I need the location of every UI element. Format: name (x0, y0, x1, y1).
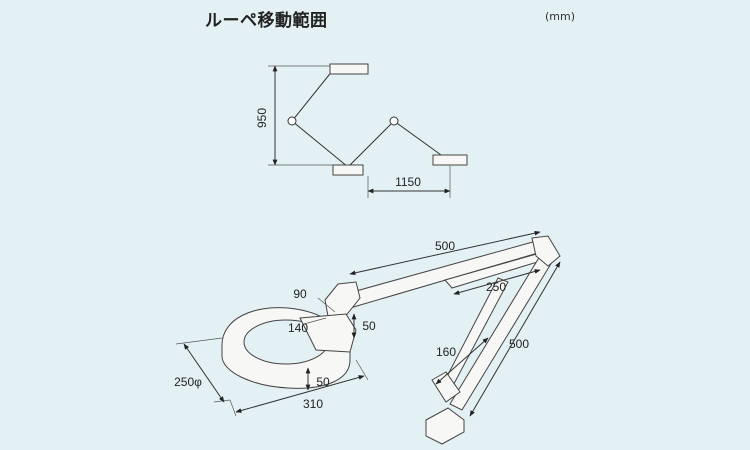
upper-arm-dimension (349, 230, 541, 276)
head-handle (299, 313, 357, 353)
lens-top (329, 63, 369, 75)
unit-label: (mm) (545, 10, 576, 23)
length-label: 310 (303, 397, 323, 411)
lens-right (432, 154, 468, 166)
joint-left (287, 116, 297, 126)
width-label: 1150 (395, 175, 421, 189)
lens-bottom (332, 164, 364, 176)
lower-arm-label: 500 (509, 337, 529, 351)
arm-left (291, 69, 349, 168)
lower-arm-dimension (469, 261, 561, 417)
head-neck (324, 281, 361, 319)
diameter-label: 250φ (174, 375, 202, 389)
upper-sub-label: 250 (486, 280, 506, 294)
lamp-dimension-drawing: 500 250 500 160 90 140 50 50 (174, 230, 561, 445)
lower-sub-label: 160 (436, 345, 456, 359)
thickness-label: 50 (316, 375, 330, 389)
side-label: 50 (362, 319, 376, 333)
upper-arm-label: 500 (435, 239, 455, 253)
page-title: ルーペ移動範囲 (205, 11, 328, 31)
inner-label: 140 (288, 321, 308, 335)
movement-range-diagram: 950 1150 (255, 63, 468, 198)
desk-clamp (425, 407, 465, 445)
height-label: 950 (255, 108, 269, 128)
length-dimension (235, 375, 365, 413)
lower-sub-dimension (435, 337, 489, 385)
diameter-dimension (183, 343, 225, 403)
neck-label: 90 (293, 287, 307, 301)
joint-right (389, 116, 399, 126)
